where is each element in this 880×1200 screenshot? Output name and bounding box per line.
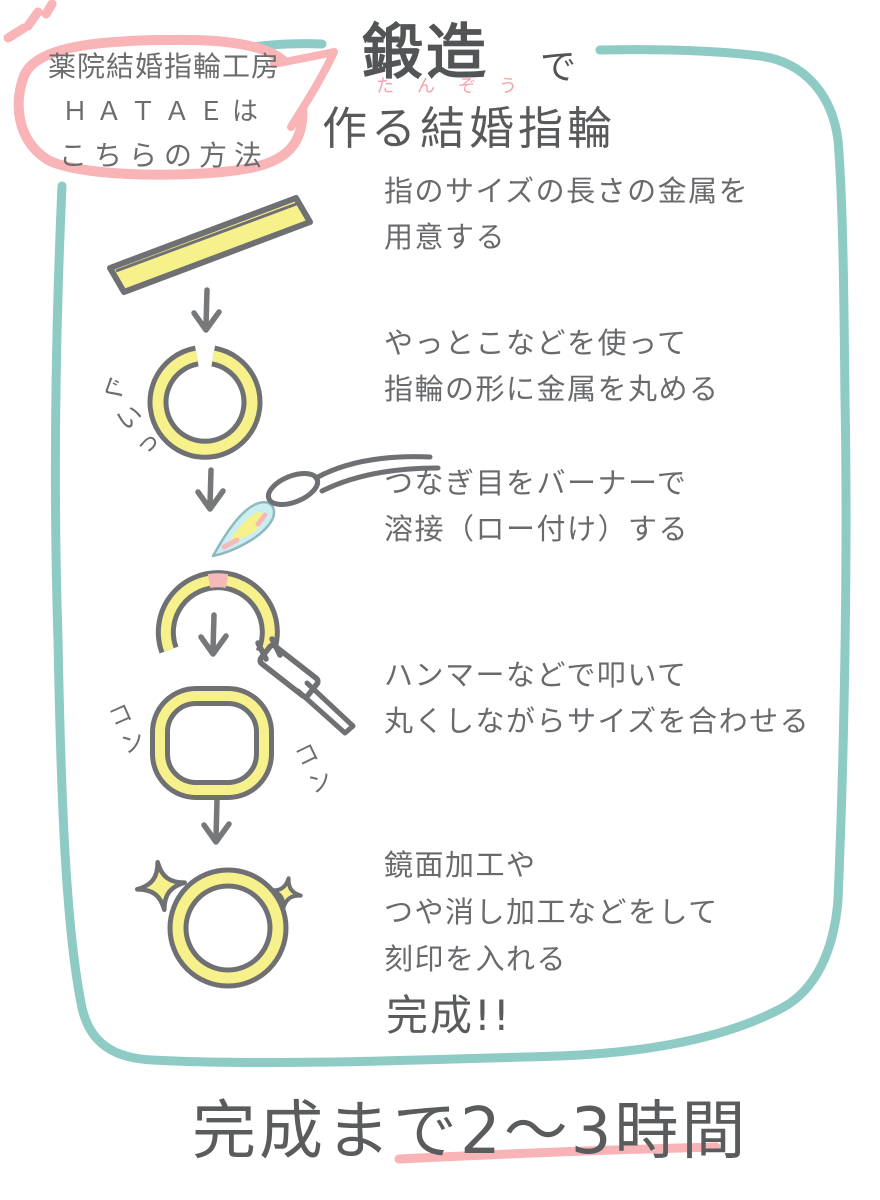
arrow-down-4 [201,797,232,845]
metal-bar-illustration [107,195,313,295]
bubble-line-3: こちらの方法 [58,139,269,172]
step-4-text: ハンマーなどで叩いて 丸くしながらサイズを合わせる [384,652,810,744]
page-title-furigana: たんぞう [376,76,540,97]
step-4-line-2: 丸くしながらサイズを合わせる [384,704,811,738]
page-title-main: 鍛造 [362,18,490,88]
step-2-text: やっとこなどを使って 指輪の形に金属を丸める [384,320,720,412]
step-3-line-2: 溶接（ロー付け）する [384,512,690,546]
step-1-line-1: 指のサイズの長さの金属を [384,174,750,208]
arrow-down-2 [195,467,226,512]
sparkle-icon-left [134,859,188,913]
step-2-line-1: やっとこなどを使って [384,326,688,360]
bubble-line-2: ＨＡＴＡＥは [61,97,266,127]
welding-ring [155,570,280,659]
headline-underline [394,1142,721,1164]
arrow-down-1 [191,287,222,333]
step-3-line-1: つなぎ目をバーナーで [384,466,688,500]
page-title-line2: 作る結婚指輪 [322,102,617,155]
finished-ring-illustration [167,867,289,989]
step-5-line-3: 刻印を入れる [384,942,568,976]
step-2-line-2: 指輪の形に金属を丸める [384,372,720,406]
step-1-text: 指のサイズの長さの金属を 用意する [384,168,749,260]
bubble-line-1: 薬院結婚指輪工房 [47,50,280,83]
impact-marks [255,636,283,662]
step-1-line-2: 用意する [384,220,507,254]
sparkle-dashes [3,0,57,43]
arrow-down-3 [198,612,229,657]
open-ring-illustration [147,345,263,460]
torch-body [265,471,321,507]
step-3-text: つなぎ目をバーナーで 溶接（ロー付け）する [384,460,689,552]
speech-bubble: 薬院結婚指輪工房 ＨＡＴＡＥは こちらの方法 [24,44,304,178]
hammer-ring-illustration [150,686,274,800]
step-5-line-1: 鏡面加工や [384,848,537,882]
flame-core [230,512,264,540]
page-title-particle: で [540,47,577,88]
speech-bubble-shape [13,34,338,180]
sparkle-icon-right [269,876,303,910]
step-4-line-1: ハンマーなどで叩いて [384,658,688,692]
step-5-line-2: つや消し加工などをして [384,895,719,929]
torch-illustration [155,454,441,659]
done-text: 完成!! [386,991,512,1040]
footer-headline: 完成まで2〜3時間 [192,1095,749,1169]
step-5-text: 鏡面加工や つや消し加工などをして 刻印を入れる [384,842,719,983]
hammer-icon [255,636,356,736]
